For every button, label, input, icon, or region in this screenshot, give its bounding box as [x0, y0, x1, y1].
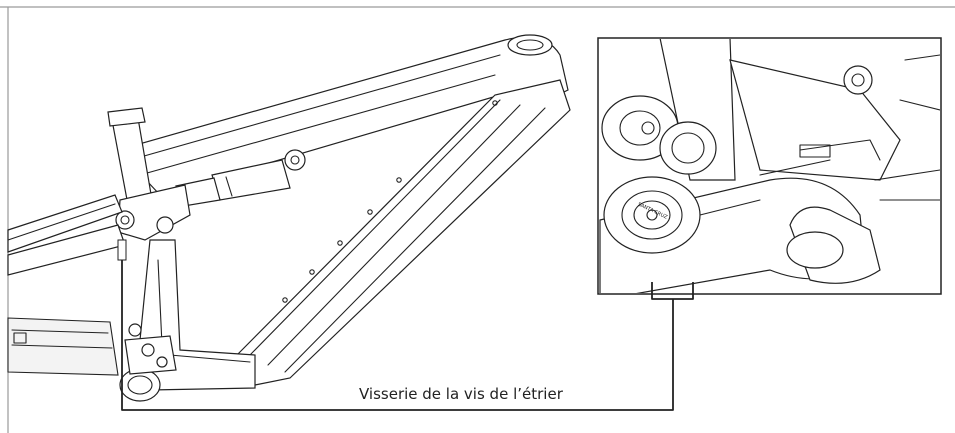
- motor-housing: [7, 317, 119, 376]
- callout-leader: [117, 239, 674, 411]
- caliper-mount: [124, 335, 177, 375]
- downtube-bolts: [282, 100, 498, 303]
- bike-frame: [7, 34, 571, 402]
- detail-inset: SANTA CRUZ: [597, 37, 942, 300]
- caption: Visserie de la vis de l’étrier: [359, 385, 563, 403]
- bottom-bracket: [119, 368, 161, 402]
- rear-shock: [175, 149, 306, 207]
